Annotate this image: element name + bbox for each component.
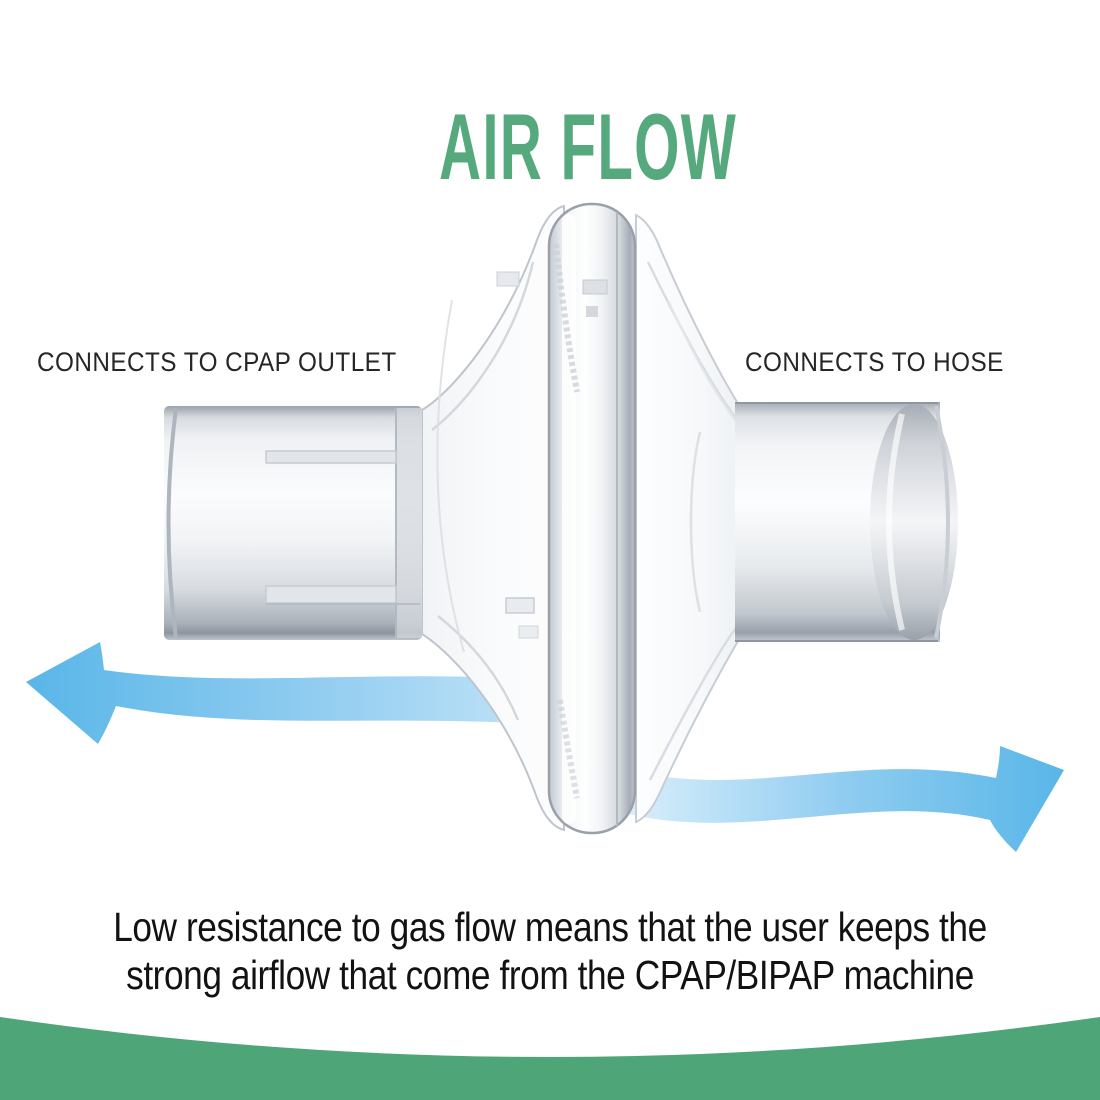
right-connector-tube <box>735 402 958 642</box>
label-cpap-outlet: CONNECTS TO CPAP OUTLET <box>37 347 397 377</box>
filter-body-right <box>635 213 743 824</box>
filter-body-left <box>421 204 565 832</box>
page-title: AIR FLOW <box>438 94 738 199</box>
label-hose: CONNECTS TO HOSE <box>745 347 1004 377</box>
description-text: Low resistance to gas flow means that th… <box>113 903 987 999</box>
description-line-2: strong airflow that come from the CPAP/B… <box>126 952 974 998</box>
description-line-1: Low resistance to gas flow means that th… <box>113 904 987 950</box>
green-wave-band <box>0 1017 1100 1100</box>
left-connector-tube <box>164 406 422 640</box>
left-airflow-arrow-icon <box>26 642 652 744</box>
filter-rim <box>547 202 637 835</box>
right-airflow-arrow-icon <box>628 746 1064 852</box>
cpap-filter-illustration <box>164 202 958 835</box>
